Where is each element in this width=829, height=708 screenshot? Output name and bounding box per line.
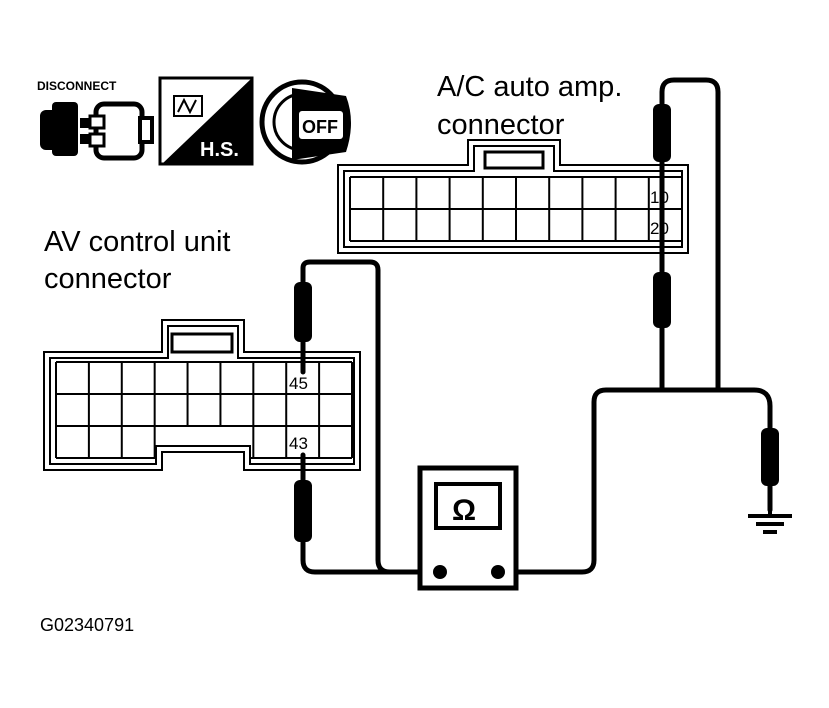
probe-av-43: [294, 480, 312, 542]
ac-auto-amp-connector: A/C auto amp. connector 10 20: [337, 71, 689, 254]
probe-ac-20: [653, 272, 671, 328]
ac-pin-10: 10: [650, 188, 669, 207]
ac-connector-label-line1: A/C auto amp.: [437, 71, 622, 103]
av-pin-45: 45: [289, 374, 308, 393]
ohmmeter: Ω: [417, 465, 519, 591]
av-control-unit-connector: AV control unit connector 45 43: [43, 226, 361, 471]
probe-av-45: [294, 282, 312, 342]
meter-terminal-right: [491, 565, 505, 579]
probe-ac-10: [653, 104, 671, 162]
meter-terminal-left: [433, 565, 447, 579]
lead-meter-to-ground: [497, 387, 773, 575]
av-pin-43: 43: [289, 434, 308, 453]
ac-connector-pin-grid: [349, 176, 683, 242]
ac-pin-20: 20: [650, 219, 669, 238]
ac-connector-label-line2: connector: [437, 109, 565, 141]
hs-icon: H.S.: [158, 76, 254, 166]
disconnect-label: DISCONNECT: [37, 79, 117, 93]
probe-ground: [761, 428, 779, 486]
lead-av-pin-45: [300, 259, 439, 575]
av-connector-label-line1: AV control unit: [44, 226, 230, 258]
lead-av-pin-43: [300, 452, 439, 575]
hs-label: H.S.: [200, 139, 239, 161]
lead-ac-pin-10: [659, 77, 721, 391]
off-label: OFF: [302, 117, 338, 137]
ignition-off-icon: OFF: [259, 79, 351, 165]
ohm-symbol-icon: Ω: [452, 494, 476, 527]
disconnect-icon: DISCONNECT: [37, 79, 154, 161]
ground-icon: [748, 486, 792, 534]
figure-code: G02340791: [40, 615, 134, 635]
av-connector-label-line2: connector: [44, 263, 172, 295]
test-leads: [294, 77, 779, 575]
